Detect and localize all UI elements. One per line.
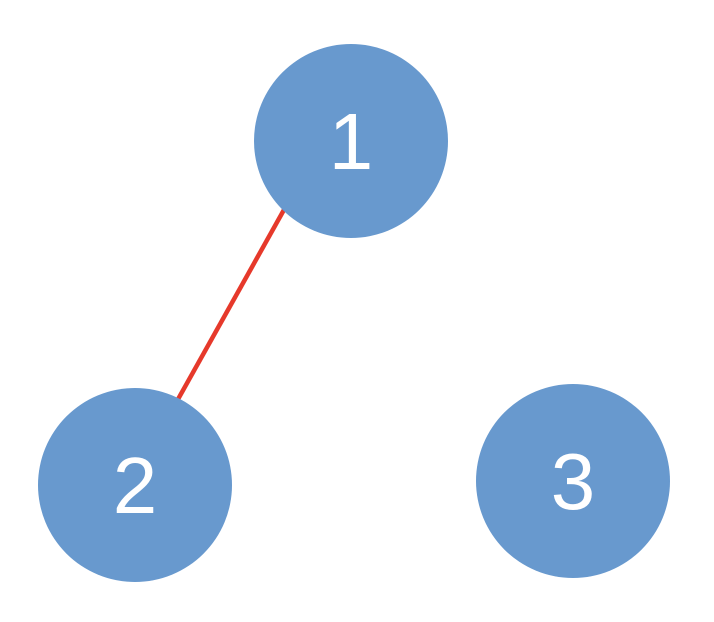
node-1-circle[interactable] — [254, 44, 448, 238]
node-2-label: 2 — [113, 441, 158, 530]
node-1[interactable]: 1 — [254, 44, 448, 238]
node-1-label: 1 — [329, 97, 374, 186]
node-3-circle[interactable] — [476, 384, 670, 578]
node-2-circle[interactable] — [38, 388, 232, 582]
node-2[interactable]: 2 — [38, 388, 232, 582]
edge-node1-node2[interactable] — [170, 197, 292, 412]
node-3[interactable]: 3 — [476, 384, 670, 578]
node-3-label: 3 — [551, 437, 596, 526]
